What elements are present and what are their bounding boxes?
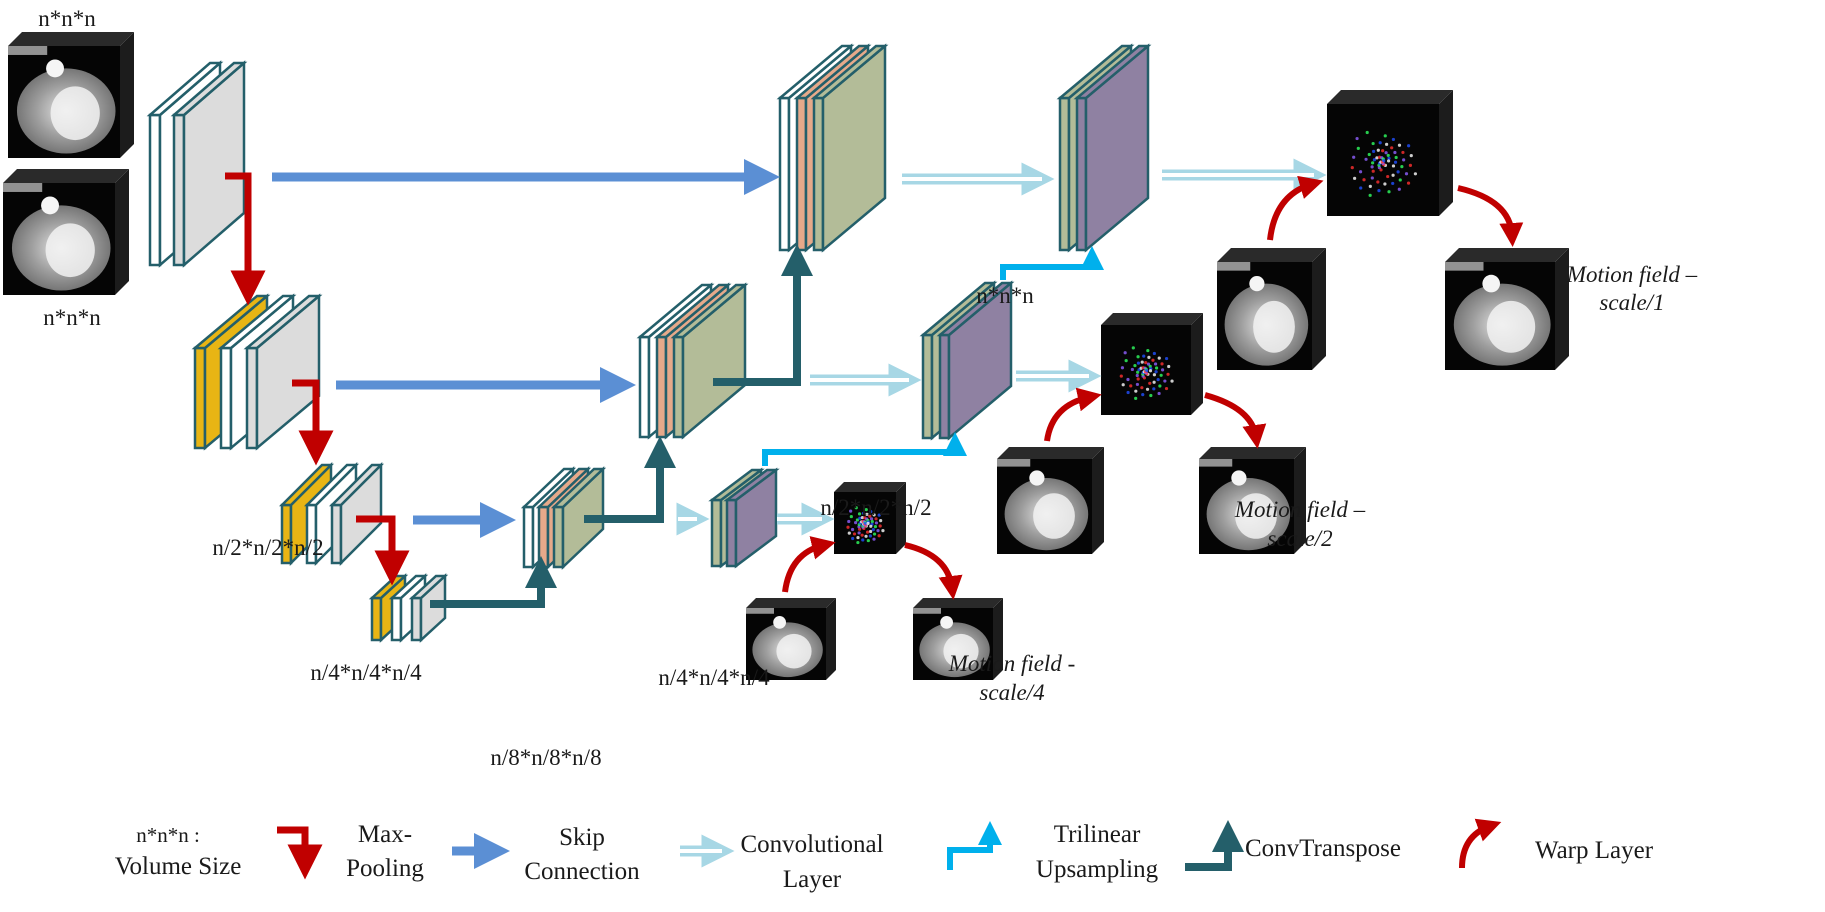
encoder-level-3-slab-2 bbox=[328, 461, 385, 567]
motion-field-scale4-volume bbox=[834, 482, 906, 554]
motion-head-scale4-slab-1 bbox=[723, 467, 780, 569]
decoder-level-1-slab-2 bbox=[810, 43, 889, 253]
warp-arrow-scale2-out bbox=[1204, 392, 1267, 449]
moving-image-scale1 bbox=[1217, 248, 1326, 370]
legend-conv-label: Layer bbox=[783, 866, 842, 893]
connection-arrows bbox=[225, 158, 1524, 608]
feature-map-layers bbox=[146, 43, 1152, 643]
motion-field-scale4-label: scale/4 bbox=[979, 680, 1044, 705]
convtranspose-arrow-icon bbox=[1185, 820, 1244, 871]
motion-field-scale4-label: Motion field - bbox=[948, 651, 1075, 676]
decoder-level-1-size: n*n*n bbox=[976, 283, 1034, 308]
moving-image-scale2 bbox=[997, 447, 1104, 554]
motion-field-scale1-volume bbox=[1327, 90, 1453, 216]
input-volume-fixed bbox=[8, 32, 134, 158]
maxpool-arrow-1 bbox=[225, 172, 266, 306]
warped-image-scale4 bbox=[913, 598, 1003, 680]
motion-field-scale2-volume bbox=[1101, 313, 1203, 415]
upsample-arrow-2 bbox=[762, 432, 967, 466]
legend-volume-size-label: n*n*n : bbox=[136, 823, 200, 847]
legend-upsample-label: Upsampling bbox=[1036, 856, 1159, 883]
warp-arrow-scale1-in bbox=[1267, 175, 1324, 241]
warp-arrow-scale4-in bbox=[782, 536, 836, 593]
upsample-arrow-1 bbox=[1000, 246, 1104, 280]
warp-arrow-scale1-out bbox=[1457, 185, 1524, 247]
input-size-label: n*n*n bbox=[43, 305, 101, 330]
warped-image-scale1 bbox=[1445, 248, 1569, 370]
decoder-level-3-slab-2 bbox=[550, 466, 607, 570]
upsample-arrow-icon bbox=[947, 821, 1002, 870]
legend-skip-label: Skip bbox=[559, 824, 605, 851]
motion-field-scale2-label: Motion field – bbox=[1234, 497, 1366, 522]
motion-field-scale2-label: scale/2 bbox=[1267, 526, 1332, 551]
maxpool-arrow-2 bbox=[292, 379, 334, 466]
decoder-level-3-size: n/4*n/4*n/4 bbox=[658, 665, 770, 690]
encoder-level-4-size: n/8*n/8*n/8 bbox=[490, 745, 601, 770]
legend-upsample-label: Trilinear bbox=[1054, 821, 1141, 848]
legend-convtranspose-label: ConvTranspose bbox=[1245, 835, 1401, 862]
encoder-level-2-slab-2 bbox=[243, 293, 323, 451]
decoder-level-2-slab-2 bbox=[670, 282, 749, 440]
warp-arrow-icon bbox=[1459, 818, 1502, 869]
legend-maxpool-label: Max- bbox=[358, 821, 412, 848]
motion-field-scale1-label: Motion field – bbox=[1566, 262, 1698, 287]
warped-image-scale2 bbox=[1199, 447, 1306, 554]
warp-arrow-scale2-in bbox=[1044, 387, 1102, 442]
encoder-level-2-size: n/2*n/2*n/2 bbox=[212, 535, 323, 560]
motion-field-scale1-label: scale/1 bbox=[1599, 290, 1664, 315]
moving-image-scale4 bbox=[746, 598, 836, 680]
legend-conv-label: Convolutional bbox=[740, 831, 883, 858]
convtranspose-arrow-2 bbox=[584, 436, 676, 523]
input-volume-moving bbox=[3, 169, 129, 295]
legend-warp-label: Warp Layer bbox=[1535, 837, 1654, 864]
warp-arrow-scale4-out bbox=[904, 542, 963, 600]
legend: n*n*n : Volume Size Max- Pooling Skip Co… bbox=[115, 818, 1654, 893]
legend-maxpool-label: Pooling bbox=[346, 855, 424, 882]
legend-volume-size-label: Volume Size bbox=[115, 853, 242, 880]
maxpool-arrow-icon bbox=[277, 826, 323, 880]
maxpool-arrow-3 bbox=[356, 515, 410, 586]
encoder-level-3-size: n/4*n/4*n/4 bbox=[310, 660, 422, 685]
legend-skip-label: Connection bbox=[524, 858, 640, 885]
convtranspose-arrow-1 bbox=[430, 556, 557, 608]
convtranspose-arrow-3 bbox=[713, 244, 813, 386]
motion-head-scale1-slab-1 bbox=[1073, 43, 1152, 253]
input-size-label: n*n*n bbox=[38, 6, 96, 31]
motion-head-scale2-slab-1 bbox=[936, 280, 1015, 441]
encoder-level-1-slab-1 bbox=[170, 60, 248, 268]
ct-image-cubes bbox=[3, 32, 1569, 680]
decoder-level-2-size: n/2*n/2*n/2 bbox=[820, 495, 931, 520]
